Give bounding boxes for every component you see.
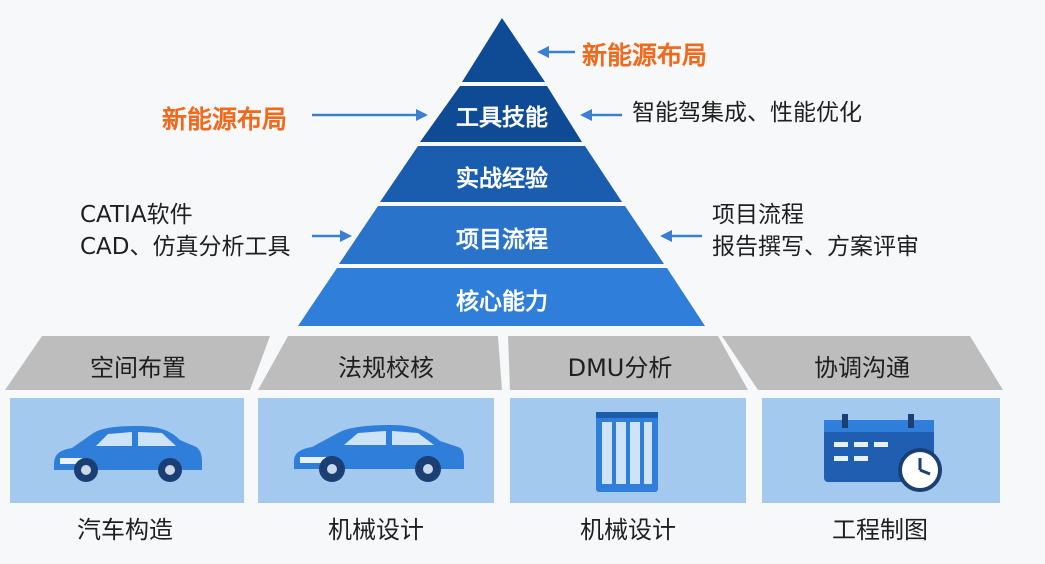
pyramid-apex (462, 18, 545, 82)
tier-label-3: 项目流程 (456, 227, 548, 253)
card-caption-3: 机械设计 (580, 516, 676, 544)
tab-label-3: DMU分析 (567, 354, 673, 382)
pyramid-tier-4 (298, 268, 705, 326)
callout-tier3-left-line1: CATIA软件 (80, 202, 193, 228)
tier-label-4: 核心能力 (456, 289, 548, 315)
car-icon (54, 426, 202, 482)
tab-label-2: 法规校核 (338, 354, 434, 382)
arrow-tier1-left (312, 109, 428, 121)
card-2 (258, 398, 494, 503)
pyramid-tier-3 (339, 206, 664, 264)
pyramid-tier-2 (380, 146, 622, 202)
tab-shape-3 (508, 336, 748, 390)
arrow-tier1-right (580, 109, 622, 121)
callout-tier3-left-line2: CAD、仿真分析工具 (80, 234, 291, 260)
tier-label-2: 实战经验 (456, 166, 548, 192)
tab-label-1: 空间布置 (90, 354, 186, 382)
tab-shape-2 (258, 336, 502, 390)
server-icon (596, 412, 658, 492)
arrow-tier3-left (312, 230, 352, 242)
card-4 (762, 398, 1000, 503)
calendar-clock-icon (824, 414, 942, 492)
card-caption-2: 机械设计 (328, 516, 424, 544)
callout-tier3-right-line1: 项目流程 (712, 202, 804, 228)
arrow-tier3-right (660, 230, 702, 242)
card-caption-1: 汽车构造 (77, 516, 173, 544)
callout-tier1-right: 智能驾集成、性能优化 (632, 100, 862, 126)
card-3 (510, 398, 746, 503)
callout-apex-right: 新能源布局 (582, 41, 708, 70)
car-icon (294, 425, 464, 482)
callout-tier3-right-line2: 报告撰写、方案评审 (712, 234, 919, 260)
pyramid-tier-1 (420, 86, 582, 142)
tab-label-4: 协调沟通 (814, 354, 910, 382)
callout-tier1-left: 新能源布局 (162, 105, 288, 134)
arrow-apex (537, 46, 575, 58)
card-caption-4: 工程制图 (832, 516, 928, 544)
tier-label-1: 工具技能 (456, 105, 548, 131)
tab-shape-4 (722, 336, 1003, 390)
tab-shape-1 (5, 336, 270, 390)
card-1 (10, 398, 244, 503)
